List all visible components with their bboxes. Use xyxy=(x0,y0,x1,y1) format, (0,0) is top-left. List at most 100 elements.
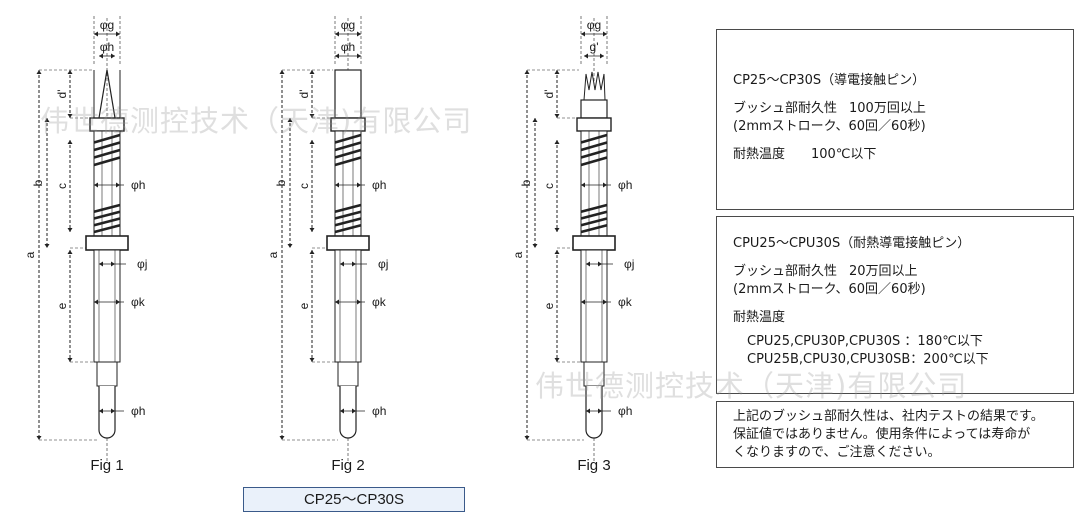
dim-arrowhead xyxy=(36,70,42,74)
bottom-end xyxy=(98,386,116,439)
dim-phi-g-label: φg xyxy=(341,18,355,32)
dim-arrowhead xyxy=(67,114,73,118)
spring-coil xyxy=(580,223,608,234)
top-collar xyxy=(576,117,612,132)
dim-arrowhead xyxy=(581,31,585,37)
dim-arrowhead xyxy=(67,140,73,144)
cp-durability-label: ブッシュ部耐久性 xyxy=(733,101,838,116)
dim-arrowhead xyxy=(99,408,103,414)
spring-coil xyxy=(580,148,608,159)
dim-c-label: c xyxy=(55,183,69,189)
spring-coil xyxy=(334,133,362,144)
dim-a-label: a xyxy=(23,251,37,258)
spring-coil xyxy=(334,210,362,220)
cpu-temperature-line-2: CPU25B,CPU30,CPU30SB：200℃以下 xyxy=(747,352,989,367)
dim-arrowhead xyxy=(600,53,604,59)
spring-coil xyxy=(334,141,362,152)
dim-j-label: φj xyxy=(137,257,147,271)
cone-tip xyxy=(98,69,116,119)
spring-coil xyxy=(93,156,121,167)
dim-d-prime-label: d' xyxy=(55,90,69,99)
dim-arrowhead xyxy=(111,261,115,267)
spring-coil xyxy=(334,223,362,234)
bottom-step xyxy=(337,361,359,387)
spring-coil xyxy=(334,148,362,159)
dim-arrowhead xyxy=(116,182,120,188)
dim-j-label: φj xyxy=(378,257,388,271)
dim-arrowhead xyxy=(279,70,285,74)
note-box: 上記のブッシュ部耐久性は、社内テストの結果です。 保証値ではありません。使用条件… xyxy=(716,401,1074,468)
dim-arrowhead xyxy=(99,261,103,267)
crown-tip xyxy=(583,71,606,101)
dim-k-label: φk xyxy=(372,295,387,309)
spring-coil xyxy=(334,203,362,214)
series-caption: CP25〜CP30S xyxy=(243,487,465,512)
spring-coil xyxy=(93,203,121,214)
dim-arrowhead xyxy=(94,182,98,188)
spring-coil xyxy=(334,156,362,167)
dim-arrowhead xyxy=(603,182,607,188)
mid-collar xyxy=(572,235,616,251)
cpu-temperature-line-1: CPU25,CPU30P,CPU30S ：180℃以下 xyxy=(747,334,983,349)
dim-e-label: e xyxy=(55,302,69,309)
dim-arrowhead xyxy=(554,70,560,74)
cp-durability-value: 100万回以上 xyxy=(849,101,926,116)
dim-arrowhead xyxy=(309,228,315,232)
dim-h-mid-label: φh xyxy=(618,178,632,192)
dim-h-mid-label: φh xyxy=(131,178,145,192)
spring-coil xyxy=(580,156,608,167)
note-line-1: 上記のブッシュ部耐久性は、社内テストの結果です。 xyxy=(733,409,1044,424)
upper-spring xyxy=(93,133,121,167)
cpu-temperature-label: 耐熱温度 xyxy=(733,310,786,325)
mid-collar xyxy=(326,235,370,251)
barrel xyxy=(93,249,121,363)
cpu-durability-value: 20万回以上 xyxy=(849,264,918,279)
dim-h-mid-label: φh xyxy=(372,178,386,192)
dim-arrowhead xyxy=(309,70,315,74)
dim-arrowhead xyxy=(111,53,115,59)
dim-arrowhead xyxy=(554,140,560,144)
flat-tip xyxy=(334,69,362,119)
spring-coil xyxy=(93,141,121,152)
bottom-end xyxy=(585,386,603,439)
dim-phi-g-label: φg xyxy=(587,18,601,32)
spring-coil xyxy=(93,210,121,220)
dim-arrowhead xyxy=(581,299,585,305)
upper-spring xyxy=(334,133,362,167)
dim-arrowhead xyxy=(603,31,607,37)
dim-arrowhead xyxy=(67,228,73,232)
upper-spring xyxy=(580,133,608,167)
dim-arrowhead xyxy=(524,70,530,74)
dim-arrowhead xyxy=(532,118,538,122)
watermark: 伟世德测控技术（天津)有限公司 xyxy=(40,104,473,138)
dim-arrowhead xyxy=(335,53,339,59)
dim-arrowhead xyxy=(67,250,73,254)
dim-c-label: c xyxy=(542,183,556,189)
figure-caption: Fig 1 xyxy=(90,457,123,474)
mid-collar xyxy=(85,235,129,251)
dim-second-label: φh xyxy=(100,40,114,54)
dim-arrowhead xyxy=(586,261,590,267)
dim-c-label: c xyxy=(297,183,311,189)
dim-arrowhead xyxy=(335,182,339,188)
dim-b-label: b xyxy=(31,179,45,186)
dim-arrowhead xyxy=(357,31,361,37)
dim-arrowhead xyxy=(554,228,560,232)
spring-coil xyxy=(93,133,121,144)
figure-caption: Fig 2 xyxy=(331,457,364,474)
dim-arrowhead xyxy=(287,118,293,122)
dim-d-prime-label: d' xyxy=(542,90,556,99)
barrel xyxy=(334,249,362,363)
lower-spring xyxy=(334,203,362,234)
spring-coil xyxy=(93,217,121,227)
bottom-step xyxy=(96,361,118,387)
dim-arrowhead xyxy=(524,436,530,440)
note-line-3: くなりますので、ご注意ください。 xyxy=(733,445,941,460)
cp-durability: ブッシュ部耐久性 100万回以上 xyxy=(733,100,1073,118)
cpu-durability-condition: (2mmストローク、60回／60秒) xyxy=(733,282,926,297)
spring-coil xyxy=(580,141,608,152)
dim-second-label: g' xyxy=(590,40,599,54)
